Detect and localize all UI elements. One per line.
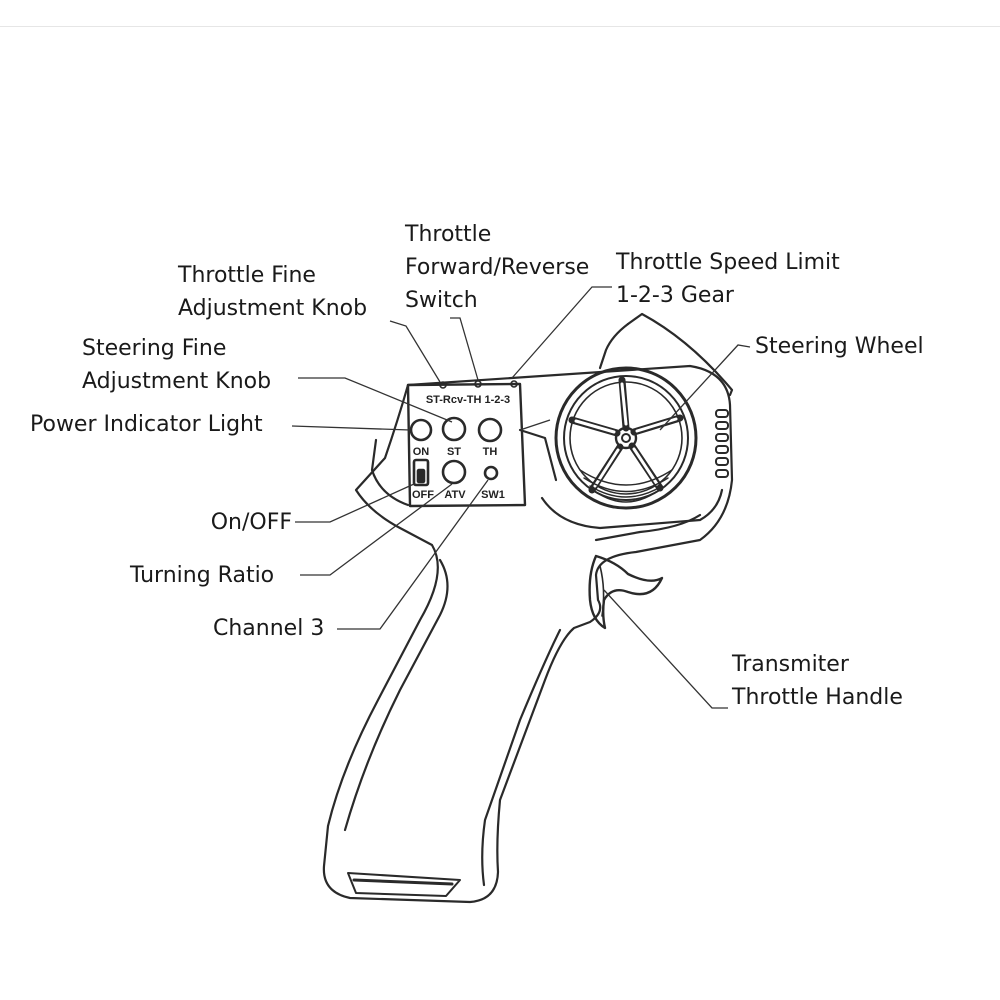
panel-top-text: ST-Rcv-TH 1-2-3: [426, 394, 510, 406]
panel-atv-label: ATV: [444, 489, 466, 501]
top-divider: [0, 26, 1000, 27]
grip-inner-contour: [481, 628, 562, 887]
body-ridge: [370, 438, 410, 507]
power-switch: [412, 458, 430, 487]
label-steering-fine: Steering Fine Adjustment Knob: [82, 336, 272, 394]
power-light: [409, 418, 433, 442]
panel-on-label: ON: [413, 446, 430, 458]
control-panel: [406, 382, 527, 508]
label-throttle-handle: Transmiter Throttle Handle: [732, 652, 903, 710]
grip-left-contour: [343, 558, 449, 832]
transmitter-body-outline: [322, 364, 734, 904]
label-speed-limit: Throttle Speed Limit 1-2-3 Gear: [616, 250, 840, 308]
sw1-button: [483, 465, 499, 481]
leader-channel3: [337, 479, 489, 630]
leader-steering-fine: [298, 377, 453, 423]
panel-st-label: ST: [447, 446, 461, 458]
label-power-light: Power Indicator Light: [30, 412, 263, 437]
throttle-trigger: [588, 554, 664, 630]
leader-on-off: [295, 483, 415, 523]
th-knob: [477, 417, 503, 443]
label-on-off: On/OFF: [210, 510, 292, 535]
panel-off-label: OFF: [412, 489, 434, 501]
leader-turning-ratio: [300, 483, 453, 576]
panel-controls: [409, 416, 503, 487]
label-turning-ratio: Turning Ratio: [130, 563, 275, 588]
wheel-guard: [626, 312, 734, 397]
panel-sw1-label: SW1: [481, 489, 505, 501]
leader-throttle-handle: [603, 589, 728, 709]
st-knob: [441, 416, 467, 442]
steering-wheel: [554, 366, 698, 510]
label-throttle-switch: Throttle Forward/Reverse Switch: [405, 222, 590, 313]
panel-th-label: TH: [483, 446, 498, 458]
label-throttle-fine: Throttle Fine Adjustment Knob: [178, 263, 368, 321]
leader-steering-wheel: [659, 344, 751, 431]
atv-knob: [441, 459, 467, 485]
leader-speed-limit: [511, 286, 612, 379]
label-steering-wheel: Steering Wheel: [755, 334, 924, 359]
leader-throttle-switch: [450, 317, 479, 381]
label-channel3: Channel 3: [213, 616, 325, 641]
leader-power-light: [291, 425, 411, 431]
leader-throttle-fine: [389, 320, 441, 383]
top-indicators: [439, 380, 518, 389]
grip-bottom-pad: [347, 872, 461, 897]
side-vents: [715, 409, 729, 478]
